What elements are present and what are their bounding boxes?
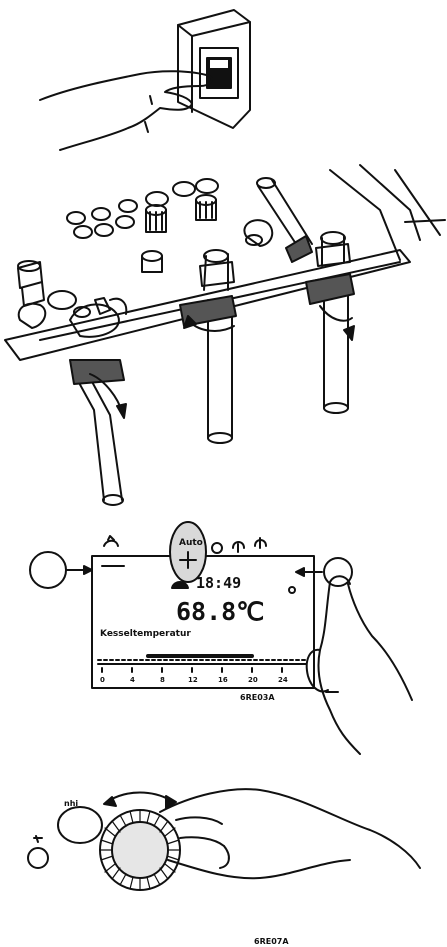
top-icons [101,535,267,567]
figure-control-panel [29,521,413,755]
figure-valves [4,164,446,506]
hand-1 [39,70,213,151]
temperature-readout: 68.8℃ [176,597,264,626]
sun-icon [211,542,223,554]
valve-left [17,260,128,338]
figure-rotary-knob [27,788,421,891]
panel-button-label: nhi [64,799,78,808]
scale-tick-4: 16 [218,676,228,684]
scale-tick-5: 20 [248,676,258,684]
display-caption: Kesseltemperatur [100,629,191,639]
hand-2 [317,581,413,755]
moon-icon [232,541,245,553]
right-button[interactable] [323,557,353,587]
time-readout: 18:49 [196,574,241,592]
flame-icon [103,539,119,547]
pipe-1 [69,359,127,506]
figure-code-4: 6RE07A [254,937,289,946]
clock-icon [171,581,189,589]
power-icon [254,537,267,549]
scale-tick-0: 0 [100,676,105,684]
hand-3 [159,788,421,880]
rotation-arrow [109,791,171,801]
scale-tick-1: 4 [130,676,135,684]
figure-power-switch [39,9,251,151]
pipe-2 [179,249,237,444]
scale-tick-2: 8 [160,676,165,684]
scale-tick-6: 24 [278,676,288,684]
left-panel-button[interactable] [57,806,103,844]
figure-code-3: 6RE03A [240,693,275,702]
left-button[interactable] [29,551,67,589]
mounting-rail [4,249,411,361]
small-button[interactable] [27,847,49,869]
auto-mode-label: Auto [179,538,203,548]
scale-tick-3: 12 [188,676,198,684]
pipe-3 [305,231,355,414]
switch-box [177,9,251,129]
loose-fittings [66,178,219,273]
indicator-dot [288,586,296,594]
